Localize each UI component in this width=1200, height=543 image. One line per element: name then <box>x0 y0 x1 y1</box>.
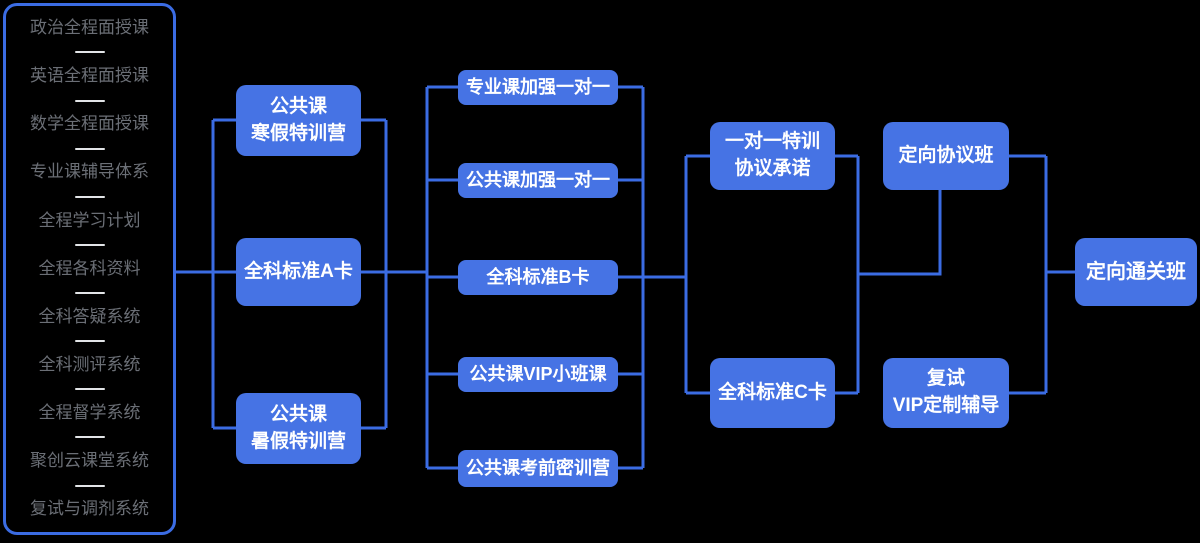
node-label: 专业课加强一对一 <box>466 76 610 97</box>
panel-item-study-plan: 全程学习计划 <box>38 210 141 230</box>
node-1on1-special-training-agreement: 一对一特训 协议承诺 <box>710 122 835 190</box>
node-label: 公共课考前密训营 <box>466 457 610 478</box>
item-divider <box>74 340 105 343</box>
item-divider <box>74 51 105 54</box>
panel-item-materials: 全程各科资料 <box>38 258 141 278</box>
item-divider <box>74 243 105 246</box>
node-label-line: 协议承诺 <box>734 158 811 179</box>
panel-item-politics: 政治全程面授课 <box>30 18 149 37</box>
feature-panel: 政治全程面授课 英语全程面授课 数学全程面授课 专业课辅导体系 全程学习计划 全… <box>3 3 176 535</box>
panel-item-retest-adjustment: 复试与调剂系统 <box>30 499 149 519</box>
node-label-line: 暑假特训营 <box>250 430 346 452</box>
panel-item-math: 数学全程面授课 <box>30 114 149 134</box>
item-divider <box>74 99 105 102</box>
panel-item-english: 英语全程面授课 <box>30 66 149 86</box>
node-standard-a-card: 全科标准A卡 <box>236 238 361 306</box>
node-label: 定向通关班 <box>1086 261 1186 283</box>
node-retest-vip-tutoring: 复试 VIP定制辅导 <box>883 358 1009 428</box>
node-label: 定向协议班 <box>898 144 994 166</box>
item-divider <box>74 484 105 487</box>
node-winter-camp: 公共课 寒假特训营 <box>236 85 361 156</box>
node-summer-camp: 公共课 暑假特训营 <box>236 393 361 464</box>
node-label-line: 一对一特训 <box>724 131 820 153</box>
node-label: 全科标准C卡 <box>718 381 827 403</box>
item-divider <box>74 195 105 198</box>
panel-item-supervision: 全程督学系统 <box>38 403 141 422</box>
node-label: 全科标准B卡 <box>486 266 590 287</box>
node-label-line: 公共课 <box>269 403 327 425</box>
panel-item-assessment: 全科测评系统 <box>38 354 141 374</box>
item-divider <box>74 292 105 295</box>
node-public-course-1on1: 公共课加强一对一 <box>458 163 618 198</box>
panel-item-major-tutoring: 专业课辅导体系 <box>30 162 149 182</box>
panel-item-cloud-classroom: 聚创云课堂系统 <box>30 451 149 471</box>
item-divider <box>74 147 105 150</box>
node-pre-exam-camp: 公共课考前密训营 <box>458 450 618 487</box>
item-divider <box>74 436 105 439</box>
node-standard-b-card: 全科标准B卡 <box>458 260 618 295</box>
node-directed-agreement-class: 定向协议班 <box>883 122 1009 190</box>
node-directed-pass-class: 定向通关班 <box>1075 238 1197 306</box>
node-label-line: 复试 <box>926 368 965 390</box>
node-label-line: VIP定制辅导 <box>892 395 1000 416</box>
node-label: 全科标准A卡 <box>244 260 353 282</box>
node-standard-c-card: 全科标准C卡 <box>710 358 835 428</box>
node-major-course-1on1: 专业课加强一对一 <box>458 70 618 105</box>
node-label: 公共课VIP小班课 <box>469 363 607 384</box>
panel-item-qa-system: 全科答疑系统 <box>38 306 141 326</box>
node-label-line: 公共课 <box>269 95 327 117</box>
node-label-line: 寒假特训营 <box>250 122 346 144</box>
node-label: 公共课加强一对一 <box>466 169 610 190</box>
node-public-vip-small-class: 公共课VIP小班课 <box>458 357 618 392</box>
item-divider <box>74 388 105 391</box>
connector <box>858 190 942 276</box>
